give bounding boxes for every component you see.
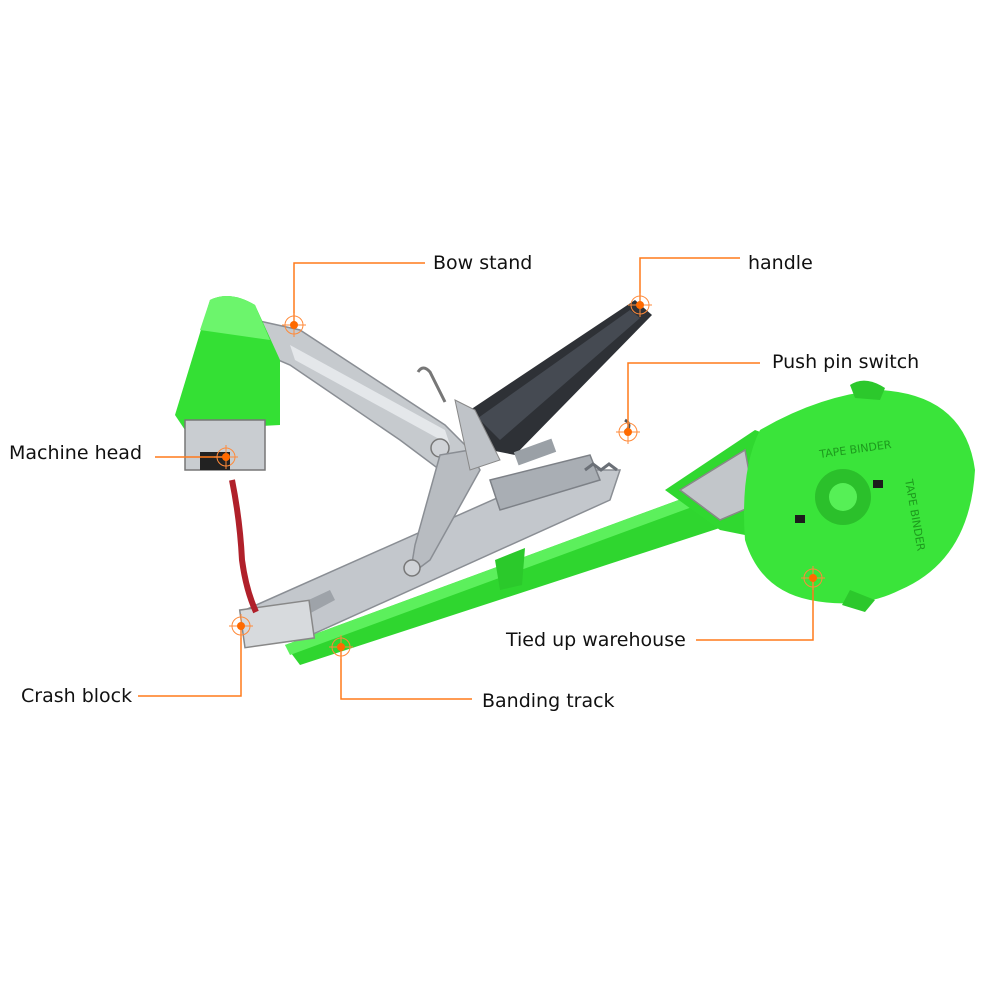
leader-bow-stand	[293, 262, 425, 325]
tape-strip	[229, 479, 259, 614]
marker-push-pin-switch	[616, 420, 640, 444]
label-machine-head: Machine head	[9, 442, 143, 464]
leader-crash-block	[138, 626, 242, 697]
marker-banding-track	[329, 635, 353, 659]
spring-shape	[416, 366, 631, 472]
marker-bow-stand	[282, 313, 306, 337]
marker-crash-block	[229, 614, 253, 638]
leader-tied-up-warehouse	[696, 578, 814, 641]
handle-shape	[454, 300, 652, 471]
label-crash-block: Crash block	[21, 685, 133, 707]
tape-reel-shape	[665, 380, 975, 612]
label-banding-track: Banding track	[482, 690, 615, 712]
leader-banding-track	[340, 647, 472, 700]
marker-machine-head	[214, 445, 238, 469]
leader-lines	[138, 257, 814, 700]
machine-head-shape	[175, 296, 280, 471]
leader-handle	[639, 257, 740, 305]
marker-tied-up-warehouse	[801, 566, 825, 590]
label-push-pin-switch: Push pin switch	[772, 351, 920, 373]
label-handle: handle	[748, 252, 813, 274]
marker-handle	[628, 293, 652, 317]
banding-track-shape	[285, 470, 790, 665]
label-bow-stand: Bow stand	[433, 252, 533, 274]
leader-push-pin-switch	[627, 362, 760, 432]
metal-frame	[238, 454, 622, 649]
label-tied-up-warehouse: Tied up warehouse	[506, 629, 686, 651]
target-markers	[214, 293, 825, 659]
